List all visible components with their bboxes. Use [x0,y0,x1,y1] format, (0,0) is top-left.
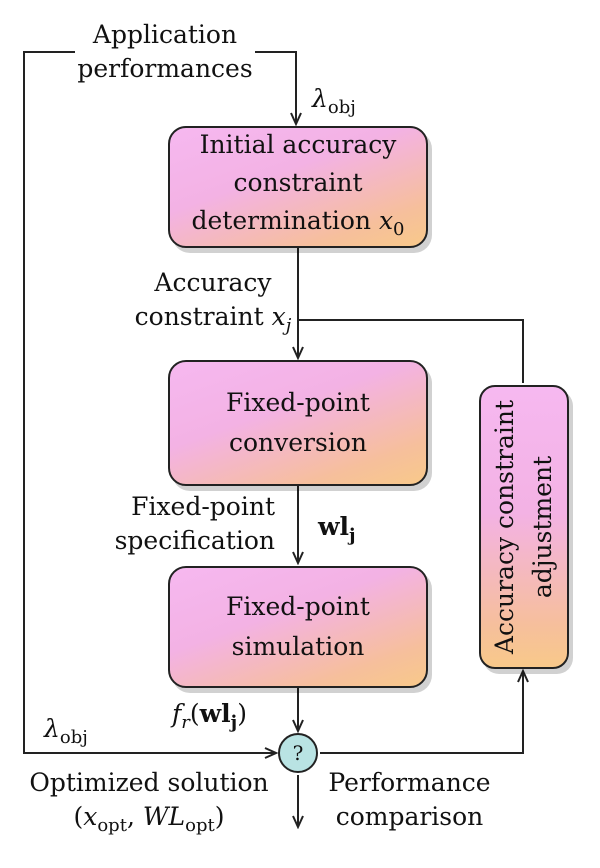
optimized-label-line1: Optimized solution [29,768,269,797]
performance-comparison-label: Performance comparison [322,766,497,834]
spec-label-line2: specification [114,526,275,555]
arrow-performances-to-initial [255,51,296,124]
application-label-line1: Application [92,20,238,49]
optimized-label-line2: (xopt, WLopt) [73,802,225,836]
constraint-label-line2: constraint xj [134,302,292,336]
application-label-line2: performances [77,54,253,83]
performance-comparison-node: ? [278,733,318,773]
accuracy-constraint-label: Accuracy constraint xj [128,266,298,343]
conversion-box-line1: Fixed-point [226,388,370,417]
spec-label-line1: Fixed-point [131,492,275,521]
initial-accuracy-box: Initial accuracy constraint determinatio… [168,126,428,248]
initial-box-line2: constraint [233,167,363,197]
arrow-lambda-to-decision [23,51,276,753]
lambda-obj-left: λobj [44,714,88,748]
lambda-sub: obj [327,97,356,118]
simulation-box-line2: simulation [231,632,365,661]
performance-label-line2: comparison [335,802,484,831]
fixed-point-simulation-box: Fixed-point simulation [168,566,428,688]
arrow-decision-to-adjustment [320,671,523,754]
fixed-point-conversion-box: Fixed-point conversion [168,360,428,486]
conversion-box-line2: conversion [228,428,367,457]
initial-box-line1: Initial accuracy [199,129,397,159]
lambda-symbol: λ [312,84,328,113]
fr-wl-label: fr(wlj) [172,699,247,733]
wl-sub: j [349,525,356,546]
fixed-point-specification-label: Fixed-point specification [100,490,275,558]
optimized-solution-label: Optimized solution (xopt, WLopt) [18,766,280,843]
application-performances-label: Application performances [75,18,255,86]
adjust-box-line2: adjustment [528,455,557,599]
accuracy-constraint-adjustment-box: Accuracy constraint adjustment [479,385,569,669]
simulation-box-line1: Fixed-point [226,592,370,621]
line-adjustment-to-constraint [298,319,524,383]
performance-label-line1: Performance [328,768,491,797]
lambda-obj-top: λobj [312,82,356,125]
adjust-box-line1: Accuracy constraint [490,399,519,655]
constraint-label-line1: Accuracy [154,268,272,297]
initial-box-line3: determination x0 [191,205,405,240]
decision-symbol: ? [292,741,304,765]
wl-text: wl [318,512,350,541]
wl-j-label: wlj [318,510,356,553]
